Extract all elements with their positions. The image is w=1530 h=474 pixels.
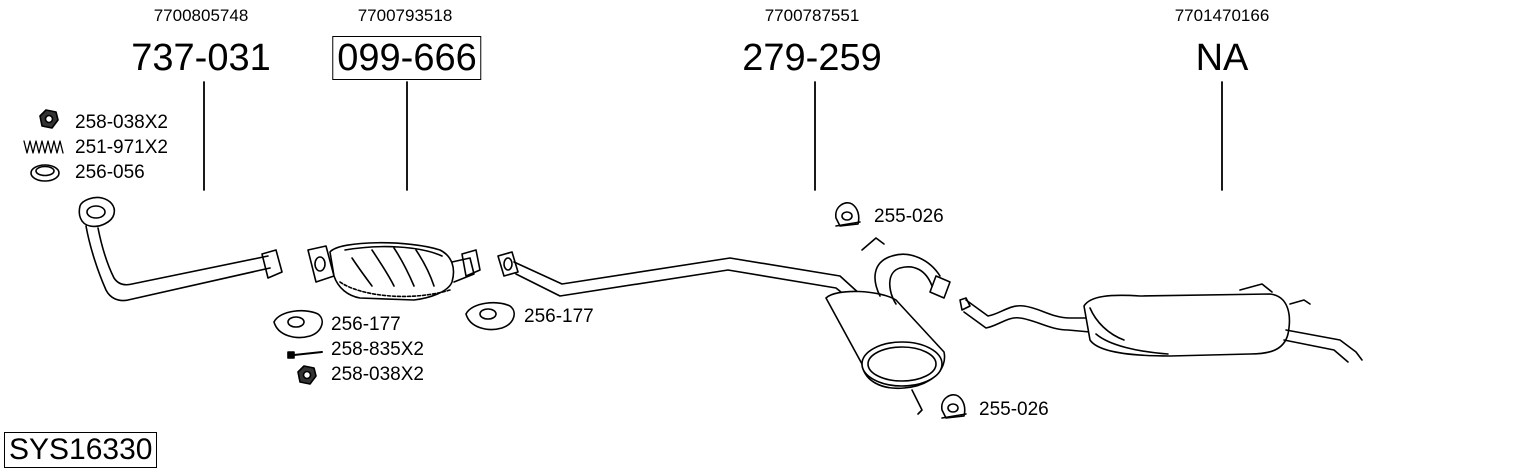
rear-silencer-part[interactable] [959, 283, 1363, 363]
hanger-icon-2 [941, 394, 967, 419]
label-ring-1[interactable]: 256-056 [75, 162, 145, 183]
nut-icon [39, 109, 59, 129]
front-pipe-part[interactable] [78, 196, 283, 302]
oem-number-4: 7701470166 [1174, 6, 1270, 25]
label-nut-1[interactable]: 258-038X2 [75, 112, 168, 133]
part-ref-middle-silencer[interactable]: 279-259 [742, 37, 882, 79]
gasket-icon-1 [273, 309, 323, 339]
bolt-icon [287, 351, 323, 359]
gasket-icon-2 [465, 301, 515, 331]
middle-silencer-part[interactable] [497, 237, 951, 415]
oem-number-1: 7700805748 [153, 6, 249, 25]
system-code: SYS16330 [4, 432, 158, 468]
label-hanger-2[interactable]: 255-026 [979, 399, 1049, 420]
catalytic-converter-part[interactable] [307, 241, 481, 301]
part-ref-catalytic-converter[interactable]: 099-666 [332, 36, 482, 80]
leader-lines [203, 81, 1223, 191]
hanger-icon-1 [835, 202, 861, 227]
part-ref-front-pipe[interactable]: 737-031 [131, 37, 271, 79]
oem-number-2: 7700793518 [357, 6, 453, 25]
nut-icon-2 [297, 365, 317, 385]
label-nut-2[interactable]: 258-038X2 [331, 364, 424, 385]
label-gasket-2[interactable]: 256-177 [524, 306, 594, 327]
label-bolt-1[interactable]: 258-835X2 [331, 339, 424, 360]
label-gasket-1[interactable]: 256-177 [331, 314, 401, 335]
oem-number-3: 7700787551 [764, 6, 860, 25]
spring-icon [23, 140, 64, 154]
label-spring-1[interactable]: 251-971X2 [75, 137, 168, 158]
label-hanger-1[interactable]: 255-026 [874, 206, 944, 227]
ring-gasket-icon [30, 164, 60, 182]
part-ref-rear-silencer[interactable]: NA [1195, 37, 1249, 79]
